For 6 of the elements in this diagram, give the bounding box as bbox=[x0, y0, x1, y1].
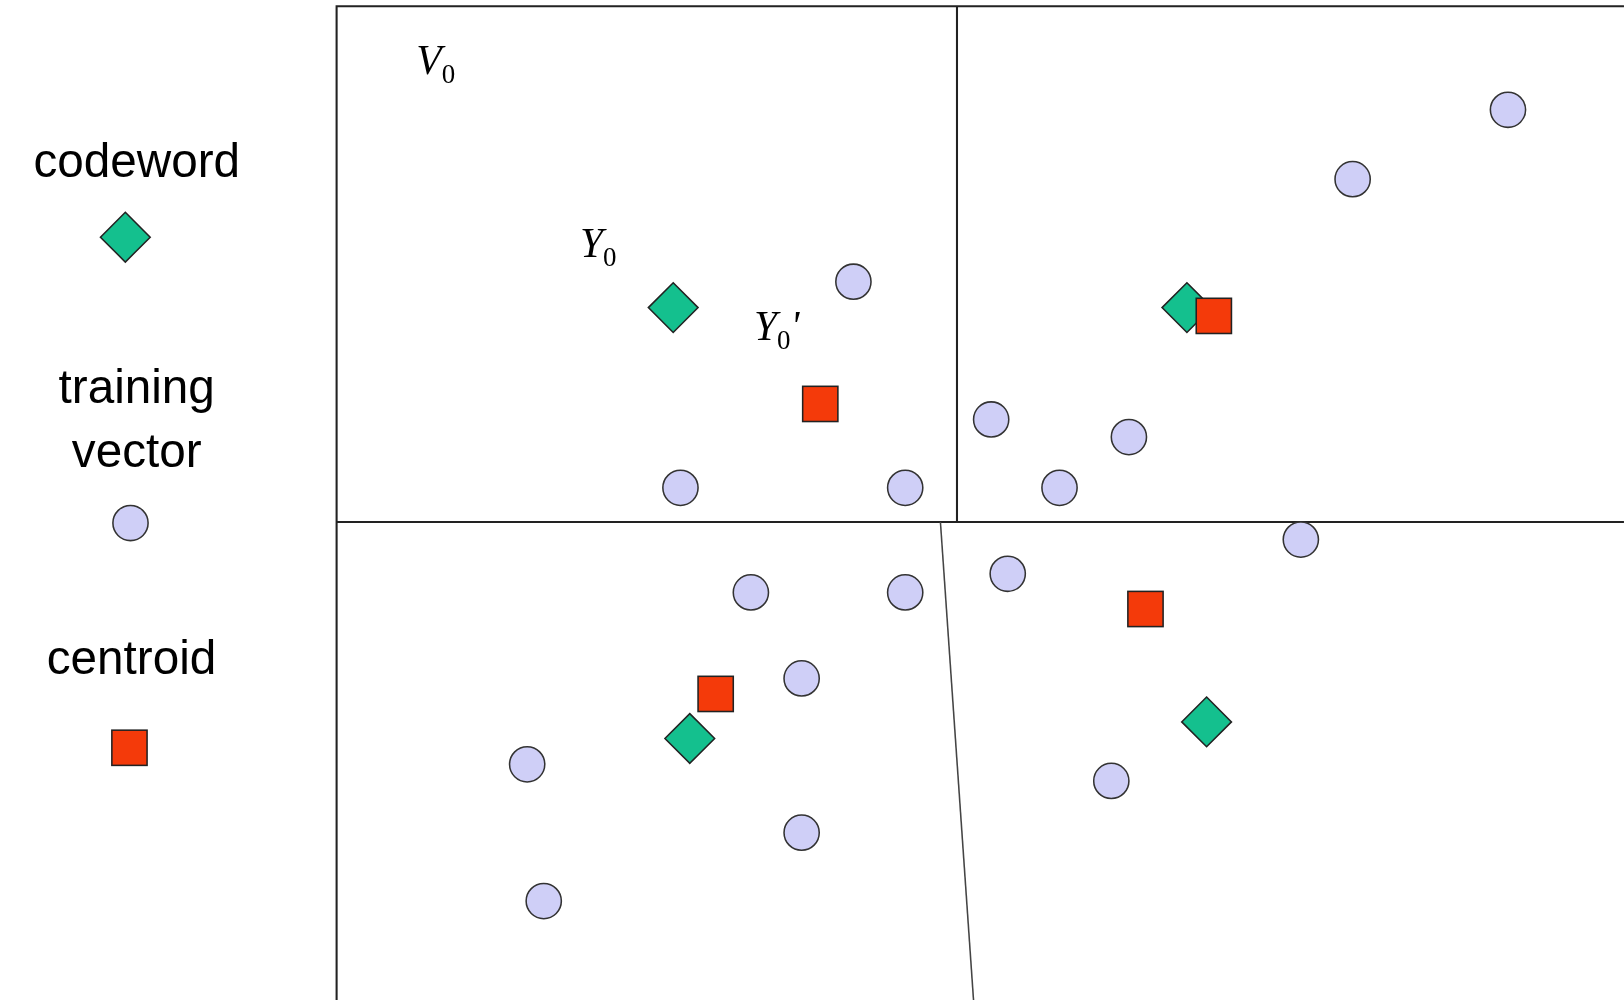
point-label: V$_{0}$ bbox=[416, 39, 456, 89]
legend-text: centroid bbox=[45, 629, 218, 687]
point-label: Y$_{0}$ bbox=[580, 222, 617, 272]
legend-text: codeword bbox=[32, 132, 241, 190]
point-label: Y$_{0}$' bbox=[754, 305, 800, 355]
legend-text: training vector bbox=[57, 358, 216, 480]
